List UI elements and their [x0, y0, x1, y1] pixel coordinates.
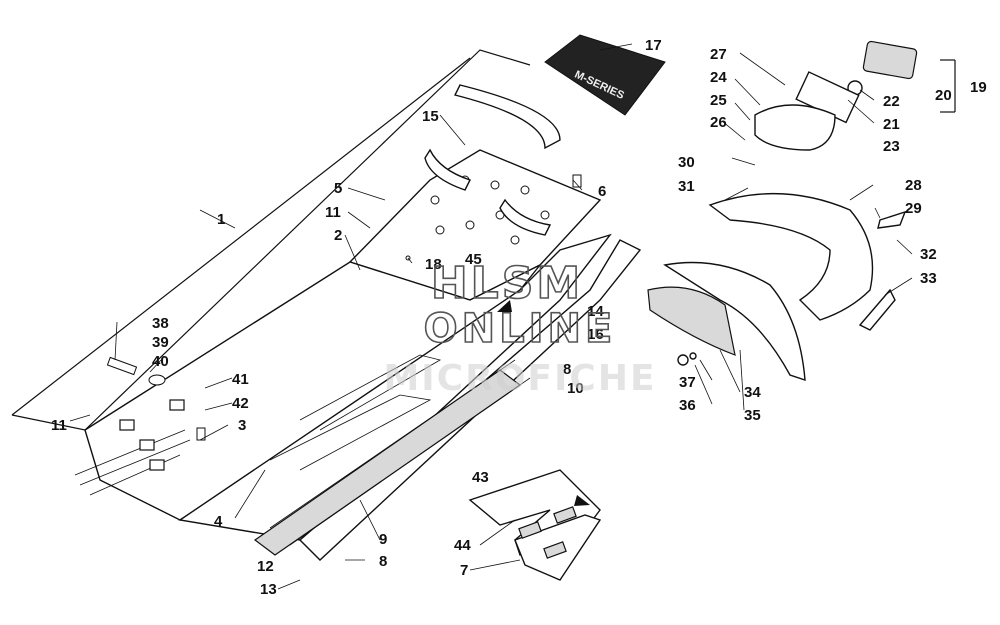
callout-36: 36 — [679, 397, 696, 414]
callout-11b: 11 — [51, 417, 67, 434]
callout-29: 29 — [905, 200, 922, 217]
callout-15: 15 — [422, 108, 439, 125]
callout-35: 35 — [744, 407, 761, 424]
callout-14: 14 — [587, 303, 604, 320]
callout-9: 9 — [379, 531, 387, 548]
callout-37: 37 — [679, 374, 696, 391]
callout-8a: 8 — [563, 361, 571, 378]
seat-cover — [754, 104, 836, 151]
callout-8b: 8 — [379, 553, 387, 570]
callout-41: 41 — [232, 371, 249, 388]
callout-5: 5 — [334, 180, 342, 197]
watermark-line1: HLSM — [431, 258, 583, 309]
callout-10: 10 — [567, 380, 584, 397]
callout-26: 26 — [710, 114, 727, 131]
callout-7: 7 — [460, 562, 468, 579]
callout-13: 13 — [260, 581, 277, 598]
callout-38: 38 — [152, 315, 169, 332]
callout-6: 6 — [598, 183, 606, 200]
callout-24: 24 — [710, 69, 727, 86]
callout-43: 43 — [472, 469, 489, 486]
callout-1: 1 — [217, 211, 225, 228]
rear-bumper-assembly — [647, 192, 907, 381]
callout-45: 45 — [465, 251, 482, 268]
callout-2: 2 — [334, 227, 342, 244]
callout-44: 44 — [454, 537, 471, 554]
callout-17: 17 — [645, 37, 662, 54]
leader-lines — [69, 43, 913, 590]
callout-27: 27 — [710, 46, 727, 63]
callout-20: 20 — [935, 87, 952, 104]
taillight-assembly — [795, 40, 956, 124]
callout-19: 19 — [970, 79, 987, 96]
callout-3: 3 — [238, 417, 246, 434]
assembly-bracket-1 — [11, 49, 531, 431]
callout-23: 23 — [883, 138, 900, 155]
hardware — [106, 174, 582, 441]
watermark: HLSM ONLINE MICROFICHE — [383, 257, 656, 399]
callout-39: 39 — [152, 334, 169, 351]
callout-40: 40 — [152, 353, 169, 370]
callout-21: 21 — [883, 116, 900, 133]
callout-28: 28 — [905, 177, 922, 194]
callout-22: 22 — [883, 93, 900, 110]
grab-handle-assembly — [424, 84, 561, 236]
callout-32: 32 — [920, 246, 937, 263]
callout-11a: 11 — [325, 204, 341, 221]
watermark-line2: ONLINE — [424, 306, 617, 352]
rear-bracket — [468, 300, 602, 581]
callout-31: 31 — [678, 178, 695, 195]
callout-33: 33 — [920, 270, 937, 287]
callout-34: 34 — [744, 384, 761, 401]
callout-labels: 1 2 3 4 5 6 7 8 8 9 10 11 11 12 13 14 15… — [51, 37, 987, 598]
callout-12: 12 — [257, 558, 274, 575]
callout-25: 25 — [710, 92, 727, 109]
callout-42: 42 — [232, 395, 249, 412]
callout-30: 30 — [678, 154, 695, 171]
callout-4: 4 — [214, 513, 223, 530]
watermark-line3: MICROFICHE — [383, 358, 656, 399]
callout-18: 18 — [425, 256, 442, 273]
callout-16: 16 — [587, 326, 604, 343]
